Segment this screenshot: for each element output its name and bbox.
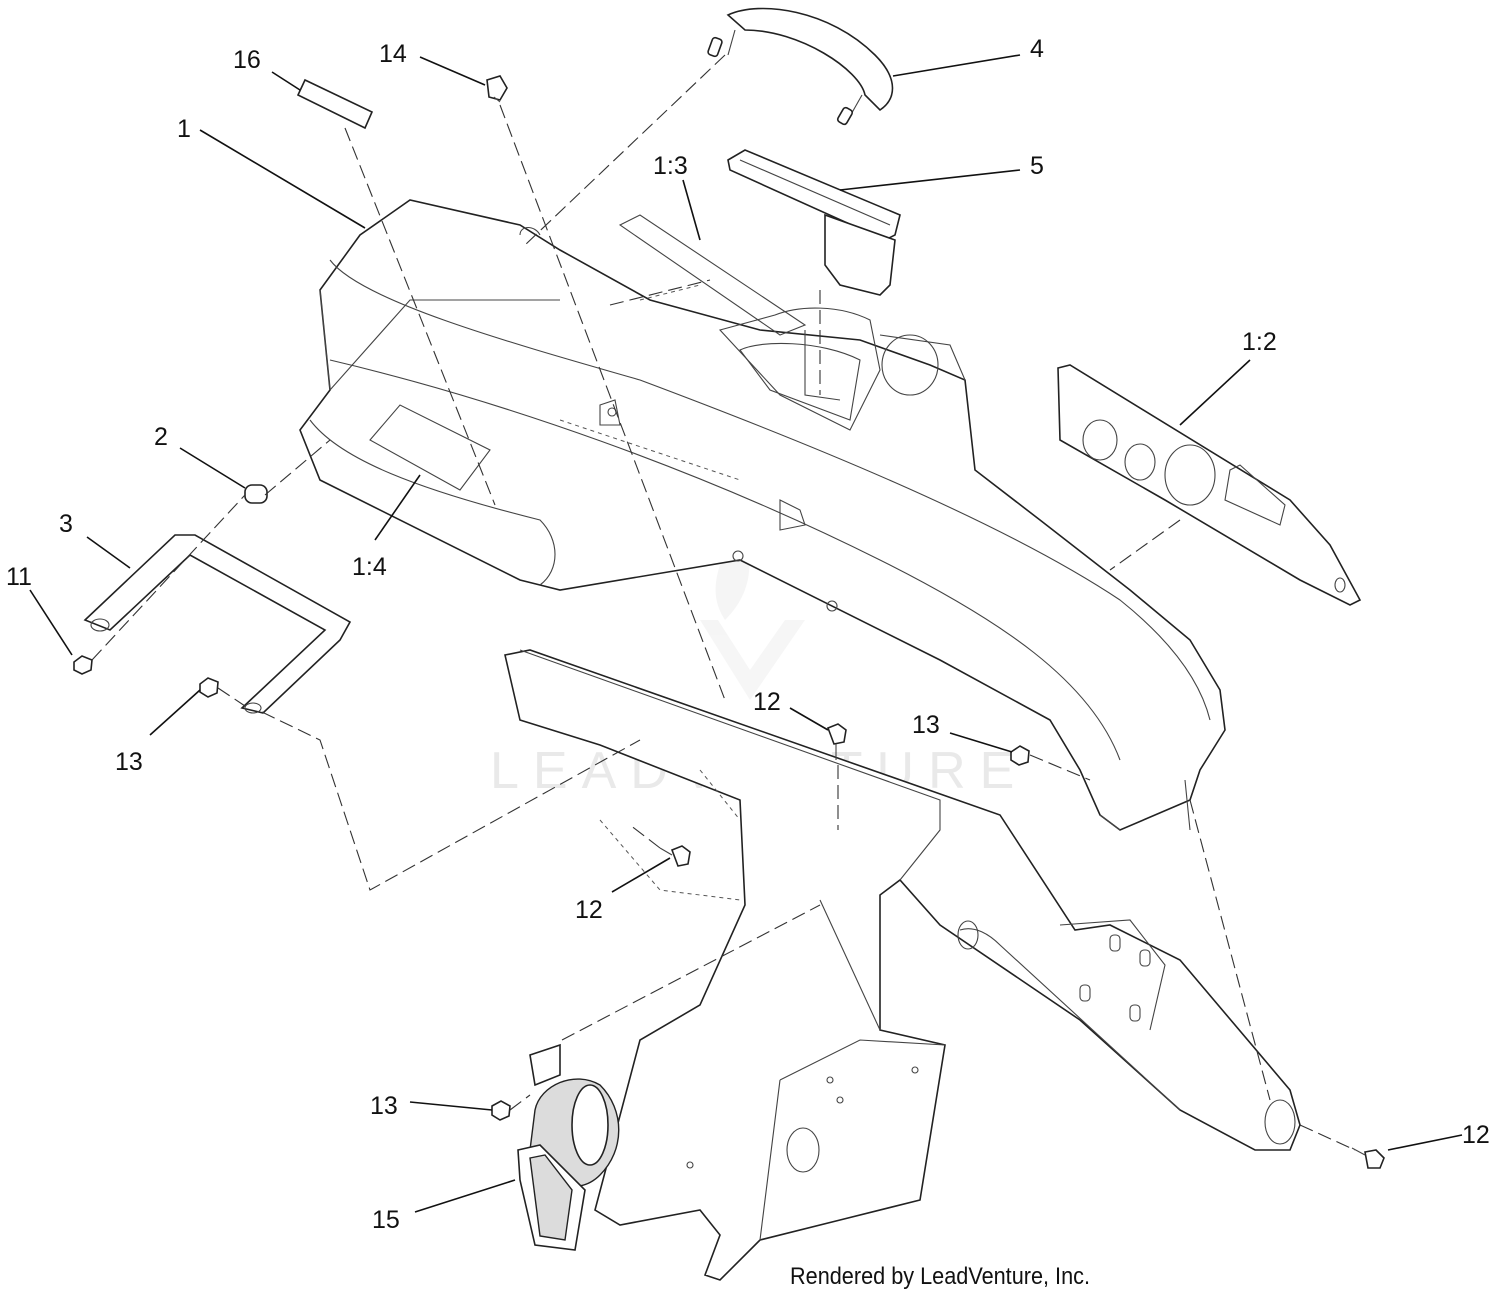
callout-15: 15 bbox=[372, 1206, 400, 1234]
callout-1-3: 1:3 bbox=[653, 152, 688, 180]
handle-part-4 bbox=[707, 7, 894, 126]
assembly-lines bbox=[91, 54, 1356, 1151]
callout-4: 4 bbox=[1030, 35, 1044, 63]
nut-part-13-left bbox=[199, 677, 219, 698]
console-housing bbox=[299, 199, 1226, 831]
callout-11: 11 bbox=[6, 563, 32, 591]
callout-14: 14 bbox=[379, 40, 407, 68]
nut-part-13-bottom bbox=[491, 1100, 511, 1121]
leader-lines bbox=[29, 54, 1463, 1213]
callout-1: 1 bbox=[177, 115, 191, 143]
callout-3: 3 bbox=[59, 510, 73, 538]
callout-1-4: 1:4 bbox=[352, 553, 387, 581]
decal-part-16 bbox=[296, 78, 374, 130]
decal-panel-1-2 bbox=[1057, 364, 1362, 606]
tray-part-5 bbox=[727, 149, 901, 296]
bolt-part-12-top bbox=[826, 723, 847, 760]
callout-12-lower: 12 bbox=[575, 896, 603, 924]
bolt-part-12-right bbox=[1351, 1147, 1385, 1169]
callout-13-bottom: 13 bbox=[370, 1092, 398, 1120]
callout-1-2: 1:2 bbox=[1242, 328, 1277, 356]
callout-12-top: 12 bbox=[753, 688, 781, 716]
callout-2: 2 bbox=[154, 423, 168, 451]
bolt-part-14 bbox=[486, 75, 508, 103]
callout-labels: 1 16 14 4 5 1:3 1:2 2 3 11 1:4 13 12 13 … bbox=[6, 35, 1490, 1234]
callout-13-left: 13 bbox=[115, 748, 143, 776]
decal-1-4 bbox=[369, 404, 491, 491]
callout-16: 16 bbox=[233, 46, 261, 74]
nut-part-11 bbox=[73, 655, 93, 675]
spacer-part-2 bbox=[244, 484, 268, 504]
nut-part-13-right bbox=[1010, 745, 1030, 766]
decal-1-3 bbox=[618, 214, 807, 336]
render-credit: Rendered by LeadVenture, Inc. bbox=[790, 1263, 1090, 1290]
bolt-part-12-lower bbox=[659, 845, 691, 867]
frame-assembly bbox=[504, 649, 1301, 1281]
callout-5: 5 bbox=[1030, 152, 1044, 180]
callout-13-right: 13 bbox=[912, 711, 940, 739]
horn-part-15 bbox=[517, 1043, 620, 1251]
callout-12-right: 12 bbox=[1462, 1121, 1490, 1149]
